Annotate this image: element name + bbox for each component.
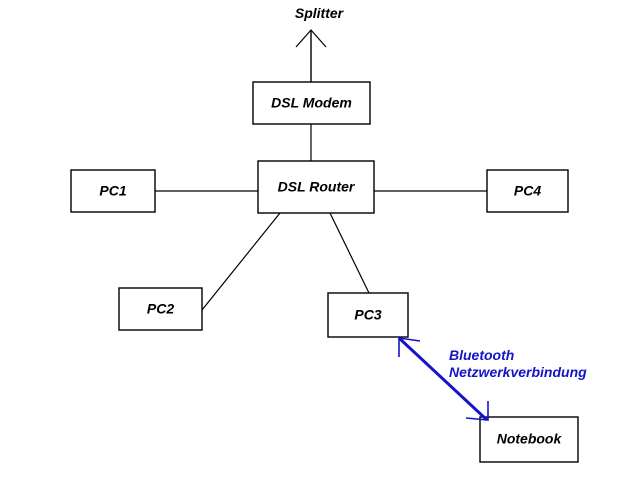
- link-router-pc3: [329, 212, 370, 294]
- node-dsl-router[interactable]: DSL Router: [257, 160, 375, 214]
- wireless-annotation-line2: Netzwerkverbindung: [449, 364, 587, 380]
- pc4-box[interactable]: [486, 169, 569, 213]
- dsl-modem-box[interactable]: [252, 81, 371, 125]
- splitter-uplink-group: [295, 29, 327, 82]
- notebook-box[interactable]: [479, 416, 579, 463]
- wireless-annotation-line1: Bluetooth: [449, 347, 514, 363]
- splitter-label: Splitter: [295, 5, 345, 21]
- bluetooth-arrowhead-notebook-icon: [465, 401, 489, 421]
- wireless-link-pc3-notebook: [397, 336, 489, 422]
- dsl-router-label: DSL Router: [278, 179, 356, 195]
- pc3-label: PC3: [354, 307, 381, 323]
- node-pc3[interactable]: PC3: [327, 292, 409, 338]
- pc4-label: PC4: [514, 183, 541, 199]
- node-notebook[interactable]: Notebook: [479, 416, 579, 463]
- dsl-modem-label: DSL Modem: [271, 95, 352, 111]
- dsl-router-box[interactable]: [257, 160, 375, 214]
- node-pc4[interactable]: PC4: [486, 169, 569, 213]
- pc2-box[interactable]: [118, 287, 203, 331]
- pc2-label: PC2: [147, 301, 174, 317]
- splitter-arrowhead-icon: [295, 29, 327, 48]
- bluetooth-arrowhead-pc3-icon: [398, 337, 421, 357]
- wireless-annotation: Bluetooth Netzwerkverbindung: [449, 347, 587, 380]
- node-pc2[interactable]: PC2: [118, 287, 203, 331]
- pc1-label: PC1: [99, 183, 126, 199]
- bluetooth-link-line: [397, 336, 489, 422]
- pc1-box[interactable]: [70, 169, 156, 213]
- link-router-pc2: [201, 212, 281, 311]
- pc3-box[interactable]: [327, 292, 409, 338]
- node-pc1[interactable]: PC1: [70, 169, 156, 213]
- notebook-label: Notebook: [497, 431, 563, 447]
- node-dsl-modem[interactable]: DSL Modem: [252, 81, 371, 125]
